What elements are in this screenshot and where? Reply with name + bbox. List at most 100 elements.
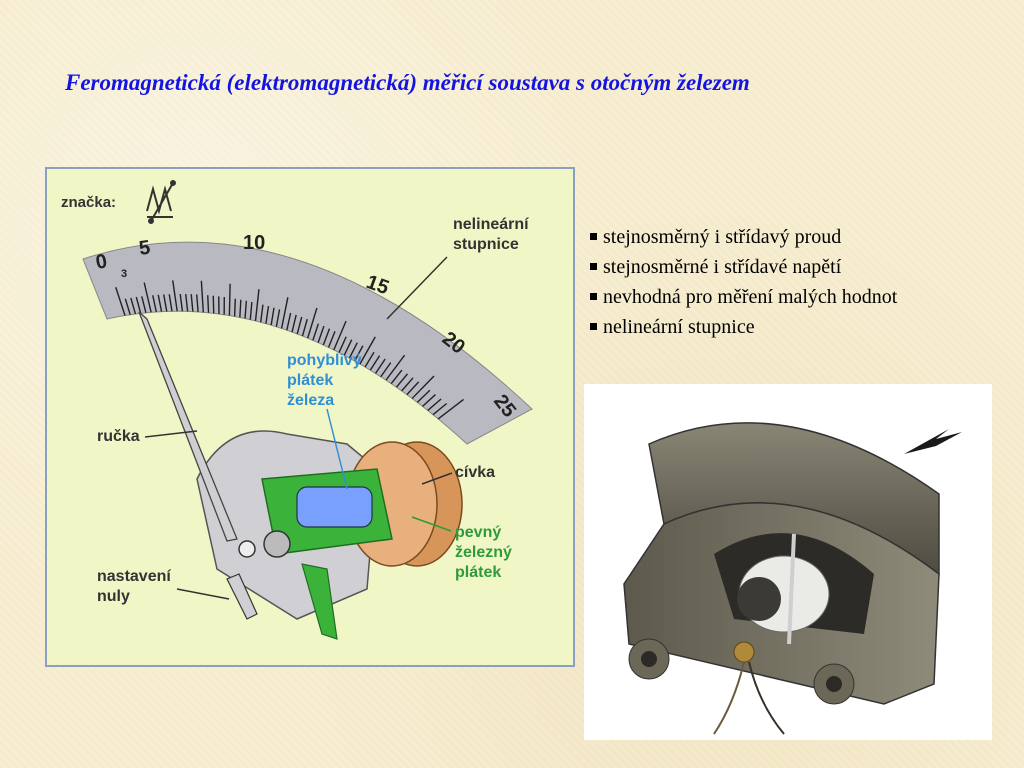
scale-tick [374, 358, 386, 374]
scale-tick [196, 294, 199, 312]
property-list: stejnosměrný i střídavý proud stejnosměr… [588, 222, 928, 342]
scale-tick [411, 375, 435, 399]
scale-tick [317, 325, 325, 343]
meter-pointer [138, 311, 238, 542]
scale-tick [200, 280, 204, 313]
scale-tick [354, 345, 364, 362]
iron-vane-symbol-icon [146, 180, 176, 224]
scale-tick [312, 323, 320, 341]
scale-tick [327, 330, 336, 348]
scale-number-3: 3 [121, 268, 127, 280]
scale-number-5: 5 [138, 237, 152, 260]
list-item: nevhodná pro měření malých hodnot [588, 282, 928, 312]
scale-tick [172, 280, 178, 312]
scale-tick [401, 377, 414, 392]
scale-tick [270, 307, 275, 326]
scale-tick [190, 294, 194, 312]
scale-tick [244, 300, 248, 319]
scale-tick [124, 298, 131, 315]
scale-tick [207, 295, 210, 313]
moving-plate-label-3: železa [287, 392, 334, 409]
scale-tick [228, 283, 231, 316]
slide-title: Feromagnetická (elektromagnetická) měřic… [65, 70, 750, 95]
scale-tick [291, 314, 297, 333]
scale-tick [364, 351, 375, 368]
meter-diagram-svg: značka: 0 3 5 10 15 20 25 nelineární stu… [61, 180, 533, 640]
scale-tick [185, 293, 189, 312]
nonlinear-scale-label-2: stupnice [453, 236, 519, 253]
fixed-plate-leader [411, 516, 452, 532]
square-bullet-icon [590, 263, 597, 271]
scale-tick [380, 362, 392, 378]
meter-photo [584, 384, 992, 740]
scale-tick [369, 355, 381, 371]
scale-tick [141, 296, 147, 313]
scale-arc [82, 241, 533, 445]
scale-tick [427, 398, 442, 411]
scale-tick [163, 294, 168, 312]
scale-ticks [115, 280, 464, 420]
moving-plate-leader [326, 408, 348, 490]
scale-tick [416, 389, 431, 403]
meter-mechanism [196, 430, 463, 640]
list-item: nelineární stupnice [588, 312, 928, 342]
scale-tick [260, 304, 264, 323]
scale-tick [286, 312, 292, 331]
scale-tick [157, 294, 163, 312]
leader-line [386, 256, 448, 320]
meter-diagram: značka: 0 3 5 10 15 20 25 nelineární stu… [45, 167, 575, 667]
symbol-label: značka: [61, 194, 116, 211]
scale-tick [333, 320, 347, 351]
scale-tick [422, 394, 436, 407]
nonlinear-scale-label-1: nelineární [453, 216, 529, 233]
scale-number-10: 10 [243, 232, 265, 254]
fixed-plate-label-2: železný [455, 544, 512, 561]
scale-tick [437, 398, 464, 420]
scale-tick [254, 289, 260, 321]
scale-tick [385, 354, 406, 381]
scale-tick [359, 336, 376, 365]
scale-tick [239, 299, 242, 318]
scale-tick [249, 301, 253, 320]
zero-adjust-label-1: nastavení [97, 568, 171, 585]
square-bullet-icon [590, 323, 597, 331]
scale-tick [432, 402, 448, 416]
scale-tick [406, 381, 420, 396]
coil-label: cívka [455, 464, 495, 481]
coil-leader [421, 472, 453, 485]
pointer-label: ručka [97, 428, 140, 445]
list-item: stejnosměrné i střídavé napětí [588, 252, 928, 282]
scale-tick [152, 295, 158, 313]
scale-tick [115, 287, 126, 316]
scale-tick [130, 297, 137, 315]
scale-tick [280, 297, 289, 329]
scale-tick [275, 309, 281, 327]
pointer-leader [144, 430, 198, 438]
moving-plate-label-2: plátek [287, 372, 333, 389]
scale-tick [265, 306, 270, 324]
scale-tick [322, 328, 331, 346]
zero-adjust-leader [176, 588, 230, 600]
scale-tick [348, 342, 358, 359]
scale-tick [179, 293, 184, 312]
scale-tick [343, 339, 353, 356]
scale-tick [307, 307, 318, 339]
scale-tick [390, 369, 403, 385]
meter-photo-svg [623, 422, 962, 735]
fixed-plate-label-3: plátek [455, 564, 501, 581]
scale-tick [143, 282, 152, 313]
square-bullet-icon [590, 233, 597, 241]
moving-plate-label-1: pohyblivý [287, 352, 362, 369]
scale-tick [301, 318, 308, 337]
scale-tick [296, 316, 303, 335]
scale-tick [395, 373, 409, 388]
scale-tick [135, 296, 142, 314]
square-bullet-icon [590, 293, 597, 301]
fixed-plate-label-1: pevný [455, 524, 501, 541]
scale-tick [168, 294, 173, 312]
scale-tick [338, 336, 347, 353]
zero-adjust-label-2: nuly [97, 588, 130, 605]
list-item: stejnosměrný i střídavý proud [588, 222, 928, 252]
scale-number-0: 0 [94, 250, 109, 274]
scale-tick [233, 298, 237, 317]
